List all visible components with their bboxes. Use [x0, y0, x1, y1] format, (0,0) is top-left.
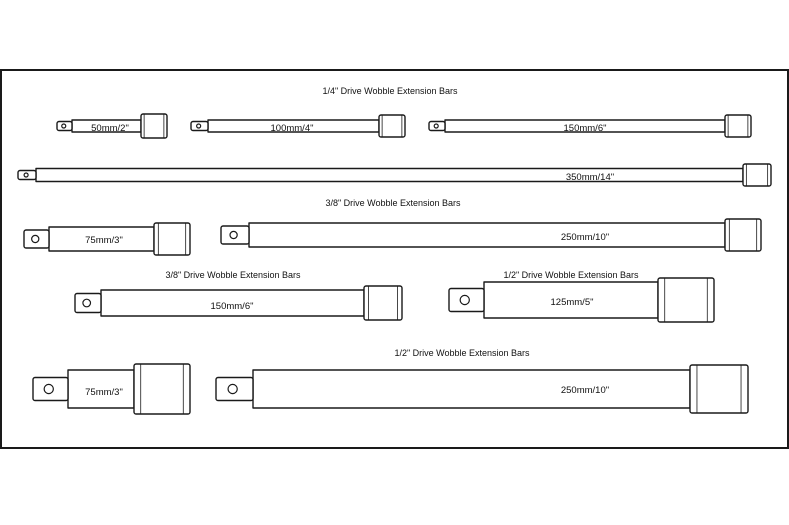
bar-label: 125mm/5" [551, 297, 594, 308]
detent-hole [229, 230, 238, 240]
detent-hole [31, 234, 40, 244]
socket-sleeve [689, 364, 749, 414]
bar-75mm-half: 75mm/3" [32, 363, 191, 415]
bar-125mm: 125mm/5" [448, 277, 715, 323]
socket-sleeve [378, 114, 406, 138]
bar-350mm: 350mm/14" [17, 163, 772, 187]
bar-label: 250mm/10" [561, 232, 609, 243]
bar-label: 350mm/14" [566, 172, 614, 183]
bar-label: 150mm/6" [211, 301, 254, 312]
socket-sleeve [153, 222, 191, 256]
socket-sleeve [657, 277, 715, 323]
socket-sleeve [133, 363, 191, 415]
bar-label: 100mm/4" [271, 123, 314, 134]
heading-half-drive-bottom: 1/2" Drive Wobble Extension Bars [394, 348, 530, 358]
detent-hole [23, 172, 29, 178]
socket-sleeve [724, 114, 752, 138]
bar-150mm-three-eighths: 150mm/6" [74, 285, 403, 321]
bar-50mm: 50mm/2" [56, 113, 168, 139]
socket-sleeve [724, 218, 762, 252]
bar-label: 75mm/3" [85, 235, 123, 246]
bar-label: 250mm/10" [561, 385, 609, 396]
bar-shaft [248, 222, 726, 248]
socket-sleeve [140, 113, 168, 139]
heading-quarter-drive: 1/4" Drive Wobble Extension Bars [322, 86, 458, 96]
socket-sleeve [742, 163, 772, 187]
socket-sleeve [363, 285, 403, 321]
detent-hole [82, 298, 92, 308]
heading-three-eighths-drive-lower: 3/8" Drive Wobble Extension Bars [165, 270, 301, 280]
bar-250mm-three-eighths: 250mm/10" [220, 218, 762, 252]
bar-100mm: 100mm/4" [190, 114, 406, 138]
bar-250mm-half: 250mm/10" [215, 364, 749, 414]
heading-half-drive-right: 1/2" Drive Wobble Extension Bars [503, 270, 639, 280]
bar-150mm-quarter: 150mm/6" [428, 114, 752, 138]
heading-three-eighths-drive-top: 3/8" Drive Wobble Extension Bars [325, 198, 461, 208]
bar-shaft [252, 369, 691, 409]
bar-label: 75mm/3" [85, 387, 123, 398]
detent-hole [227, 383, 238, 395]
bar-75mm-three-eighths: 75mm/3" [23, 222, 191, 256]
detent-hole [196, 123, 202, 129]
detent-hole [43, 383, 54, 395]
detent-hole [433, 123, 439, 129]
bar-shaft [35, 167, 744, 183]
detent-hole [61, 123, 67, 129]
detent-hole [459, 294, 470, 306]
bar-label: 50mm/2" [91, 123, 129, 134]
bar-label: 150mm/6" [564, 123, 607, 134]
